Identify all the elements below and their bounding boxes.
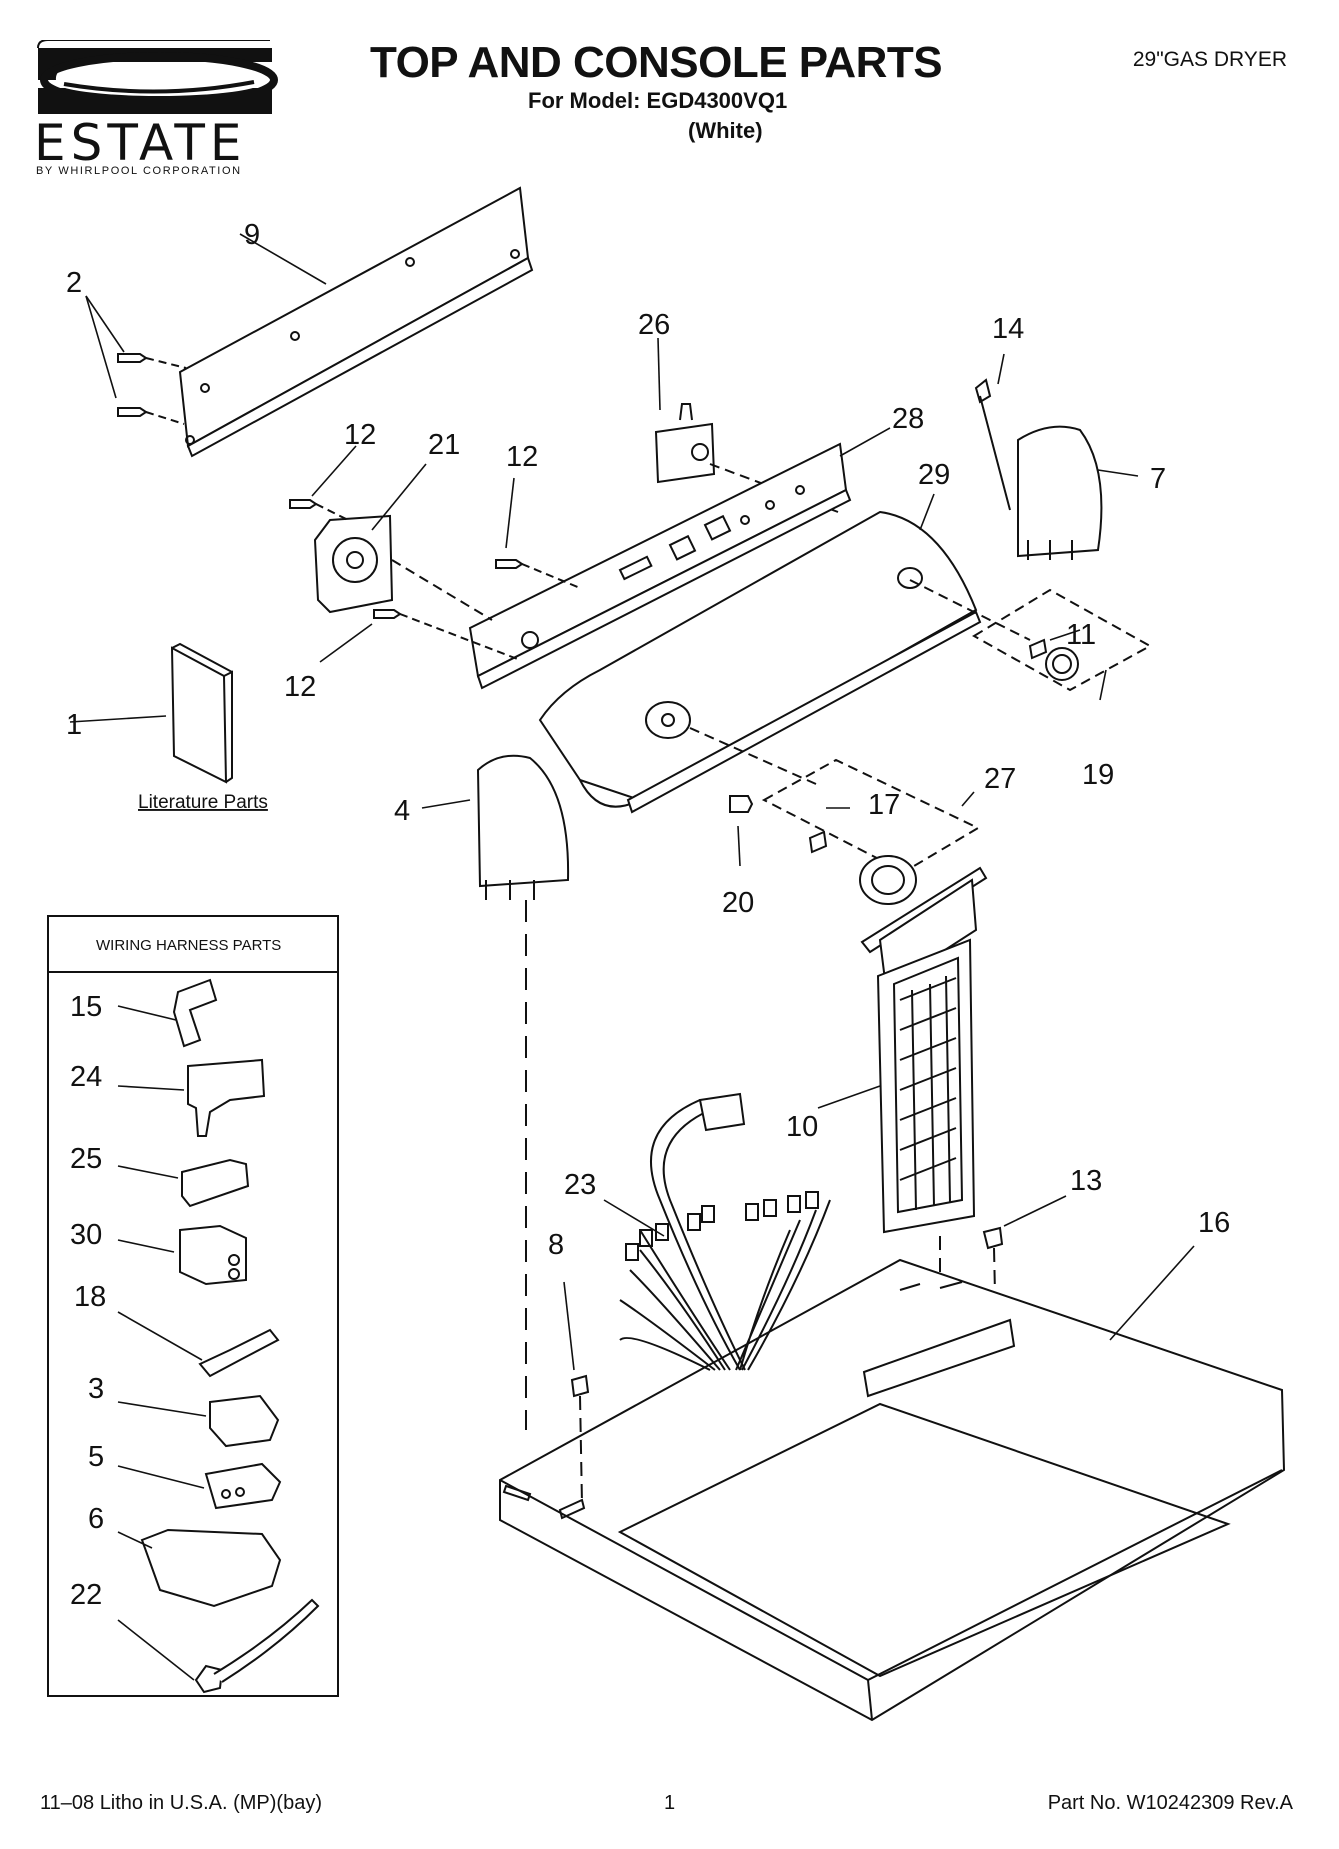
callout-19: 19 [1082,759,1114,791]
callout-2: 2 [66,267,82,299]
callout-6: 6 [88,1503,104,1535]
callout-23: 23 [564,1169,596,1201]
footer-page-number: 1 [664,1792,676,1814]
part-7-endcap-right [974,378,1103,560]
callout-5: 5 [88,1441,104,1473]
callout-12-a: 12 [344,419,376,451]
callout-29: 29 [918,459,950,491]
wiring-harness-title: WIRING HARNESS PARTS [96,937,281,954]
callout-13: 13 [1070,1165,1102,1197]
callout-24: 24 [70,1061,102,1093]
callout-9: 9 [244,219,260,251]
part-12-screws [289,499,581,661]
part-2-screws [117,353,187,425]
callout-leaders [69,233,1195,1681]
callout-21: 21 [428,429,460,461]
callout-26: 26 [638,309,670,341]
callout-4: 4 [394,795,410,827]
footer-part-number: Part No. W10242309 Rev.A [1047,1792,1293,1814]
part-11-knob-right [972,588,1153,692]
part-28-console-bracket [468,442,852,690]
callout-14: 14 [992,313,1024,345]
part-16-dryer-top [499,1258,1286,1722]
estate-logo-icon [37,40,278,114]
callout-30: 30 [70,1219,102,1251]
callout-20: 20 [722,887,754,919]
callout-18: 18 [74,1281,106,1313]
brand-subtitle: BY WHIRLPOOL CORPORATION [36,165,242,177]
callout-22: 22 [70,1579,102,1611]
wiring-harness-parts-box: WIRING HARNESS PARTS [47,915,339,1697]
part-9-rear-panel [178,186,534,458]
callout-1: 1 [66,709,82,741]
part-8-clip [570,1374,590,1505]
page-title: TOP AND CONSOLE PARTS [370,38,943,87]
callout-7: 7 [1150,463,1166,495]
part-23-wire-harness [619,1092,831,1371]
product-type: 29"GAS DRYER [1132,48,1287,71]
callout-28: 28 [892,403,924,435]
part-21-timer [313,514,493,621]
callout-15: 15 [70,991,102,1023]
callout-3: 3 [88,1373,104,1405]
model-number: For Model: EGD4300VQ1 [528,88,788,113]
callout-25: 25 [70,1143,102,1175]
callout-12-c: 12 [284,671,316,703]
callout-8: 8 [548,1229,564,1261]
part-4-endcap-left [476,754,570,1430]
brand-name: ESTATE [34,114,247,172]
part-1-literature: Literature Parts [138,642,268,813]
callout-11: 11 [1066,619,1096,651]
callout-12-b: 12 [506,441,538,473]
part-10-lint-filter [860,866,988,1340]
callout-numbers: 1 2 3 4 5 6 7 8 9 10 11 12 12 12 13 14 1… [66,219,1230,1611]
model-color: (White) [688,118,763,143]
callout-27: 27 [984,763,1016,795]
part-29-console [538,510,1031,814]
callout-17: 17 [868,789,900,821]
footer-print-info: 11–08 Litho in U.S.A. (MP)(bay) [40,1792,322,1814]
literature-parts-label: Literature Parts [138,792,268,813]
part-27-knob-assembly [729,758,981,905]
callout-16: 16 [1198,1207,1230,1239]
callout-10: 10 [786,1111,818,1143]
